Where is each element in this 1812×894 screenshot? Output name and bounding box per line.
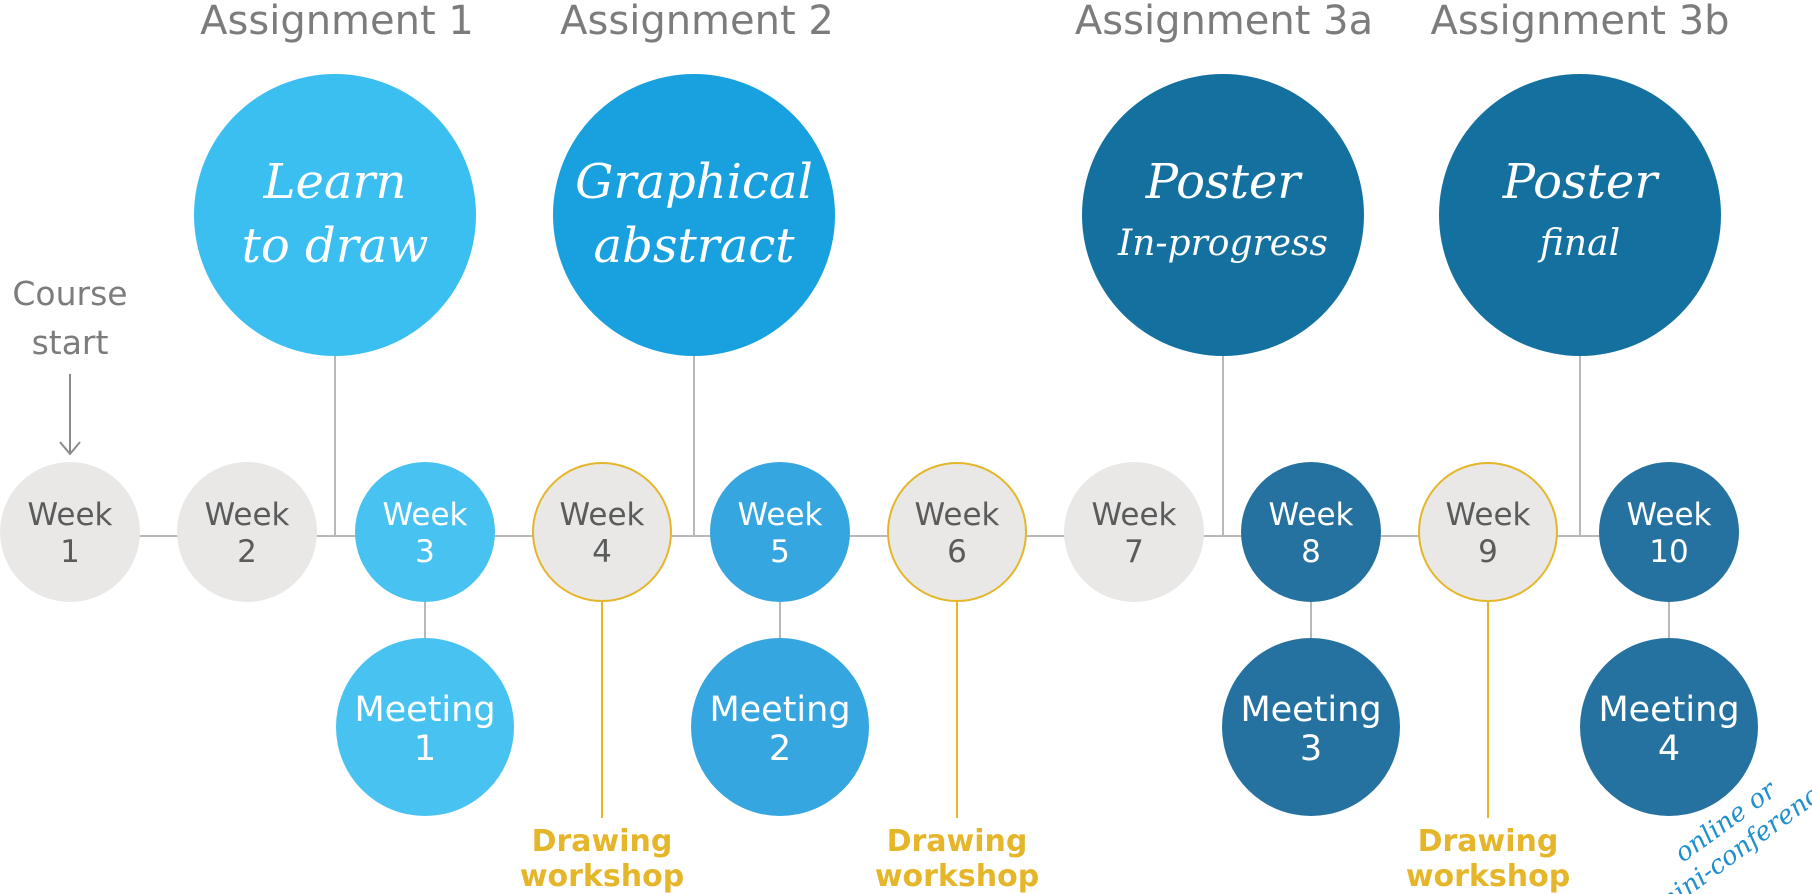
week-6-number: 6 [947, 534, 967, 570]
assignment-2-title-line1: Graphical [575, 154, 813, 210]
week-8-label: Week [1269, 497, 1354, 533]
assignment-3b-title-line1: Poster [1502, 154, 1661, 210]
assignment-1-title-line1: Learn [263, 154, 407, 210]
week-5-number: 5 [770, 534, 790, 570]
week-4-number: 4 [592, 534, 612, 570]
week-10-label: Week [1627, 497, 1712, 533]
meeting-3-number: 3 [1300, 729, 1322, 769]
week-4-label: Week [560, 497, 645, 533]
week-7-label: Week [1092, 497, 1177, 533]
week-7-circle [1064, 462, 1204, 602]
week-1-number: 1 [60, 534, 80, 570]
meeting-1-node: Meeting 1 [336, 638, 514, 816]
meeting-4-node: Meeting 4 [1580, 638, 1758, 816]
meeting-2-node: Meeting 2 [691, 638, 869, 816]
week-2-label: Week [205, 497, 290, 533]
week-8-number: 8 [1301, 534, 1321, 570]
week-2-circle [177, 462, 317, 602]
meeting-4-label: Meeting [1598, 690, 1739, 730]
week-9-label: Week [1446, 497, 1531, 533]
week-5-label: Week [738, 497, 823, 533]
meeting-4-circle [1580, 638, 1758, 816]
assignment-3b-title-line2: final [1537, 223, 1620, 264]
week-2-node: Week 2 [177, 462, 317, 602]
assignment-3b-heading: Assignment 3b [1430, 0, 1729, 44]
week-8-circle [1241, 462, 1381, 602]
assignment-3a-heading: Assignment 3a [1075, 0, 1373, 44]
workshop-2-label-line1: Drawing [887, 824, 1028, 859]
assignment-3b-circle [1439, 74, 1721, 356]
week-9-circle [1418, 462, 1558, 602]
course-start-label-line1: Course [12, 274, 127, 313]
week-6-node: Week 6 [887, 462, 1027, 602]
workshop-1-label-line2: workshop [520, 859, 684, 894]
week-3-circle [355, 462, 495, 602]
meeting-1-label: Meeting [354, 690, 495, 730]
meeting-4-number: 4 [1658, 729, 1680, 769]
assignment-3a-title-line1: Poster [1145, 154, 1304, 210]
course-start-label-line2: start [32, 323, 109, 362]
meeting-1-number: 1 [414, 729, 436, 769]
week-3-node: Week 3 [355, 462, 495, 602]
meeting-2-label: Meeting [709, 690, 850, 730]
week-10-number: 10 [1649, 534, 1688, 570]
meeting-1-circle [336, 638, 514, 816]
workshop-3-label-line1: Drawing [1418, 824, 1559, 859]
week-10-circle [1599, 462, 1739, 602]
workshop-3-label-line2: workshop [1406, 859, 1570, 894]
week-6-circle [887, 462, 1027, 602]
week-2-number: 2 [237, 534, 257, 570]
week-9-node: Week 9 [1418, 462, 1558, 602]
meeting-3-circle [1222, 638, 1400, 816]
week-9-number: 9 [1478, 534, 1498, 570]
week-4-circle [532, 462, 672, 602]
assignment-1-title-line2: to draw [242, 218, 429, 274]
workshop-1-label-line1: Drawing [532, 824, 673, 859]
week-4-node: Week 4 [532, 462, 672, 602]
meeting-2-number: 2 [769, 729, 791, 769]
meeting-2-circle [691, 638, 869, 816]
meeting-3-label: Meeting [1240, 690, 1381, 730]
week-3-number: 3 [415, 534, 435, 570]
assignment-2-title-line2: abstract [594, 218, 796, 274]
week-5-node: Week 5 [710, 462, 850, 602]
week-7-number: 7 [1124, 534, 1144, 570]
assignment-2-circle [553, 74, 835, 356]
assignment-2-heading: Assignment 2 [560, 0, 834, 44]
workshop-2-label-line2: workshop [875, 859, 1039, 894]
meeting-3-node: Meeting 3 [1222, 638, 1400, 816]
assignment-3a-title-line2: In-progress [1117, 223, 1328, 264]
week-5-circle [710, 462, 850, 602]
assignment-1-circle [194, 74, 476, 356]
week-1-label: Week [28, 497, 113, 533]
week-3-label: Week [383, 497, 468, 533]
week-8-node: Week 8 [1241, 462, 1381, 602]
week-10-node: Week 10 [1599, 462, 1739, 602]
assignment-1-heading: Assignment 1 [200, 0, 474, 44]
week-1-node: Week 1 [0, 462, 140, 602]
week-1-circle [0, 462, 140, 602]
course-start-arrowhead-icon [59, 441, 81, 456]
week-7-node: Week 7 [1064, 462, 1204, 602]
assignment-3a-circle [1082, 74, 1364, 356]
week-6-label: Week [915, 497, 1000, 533]
